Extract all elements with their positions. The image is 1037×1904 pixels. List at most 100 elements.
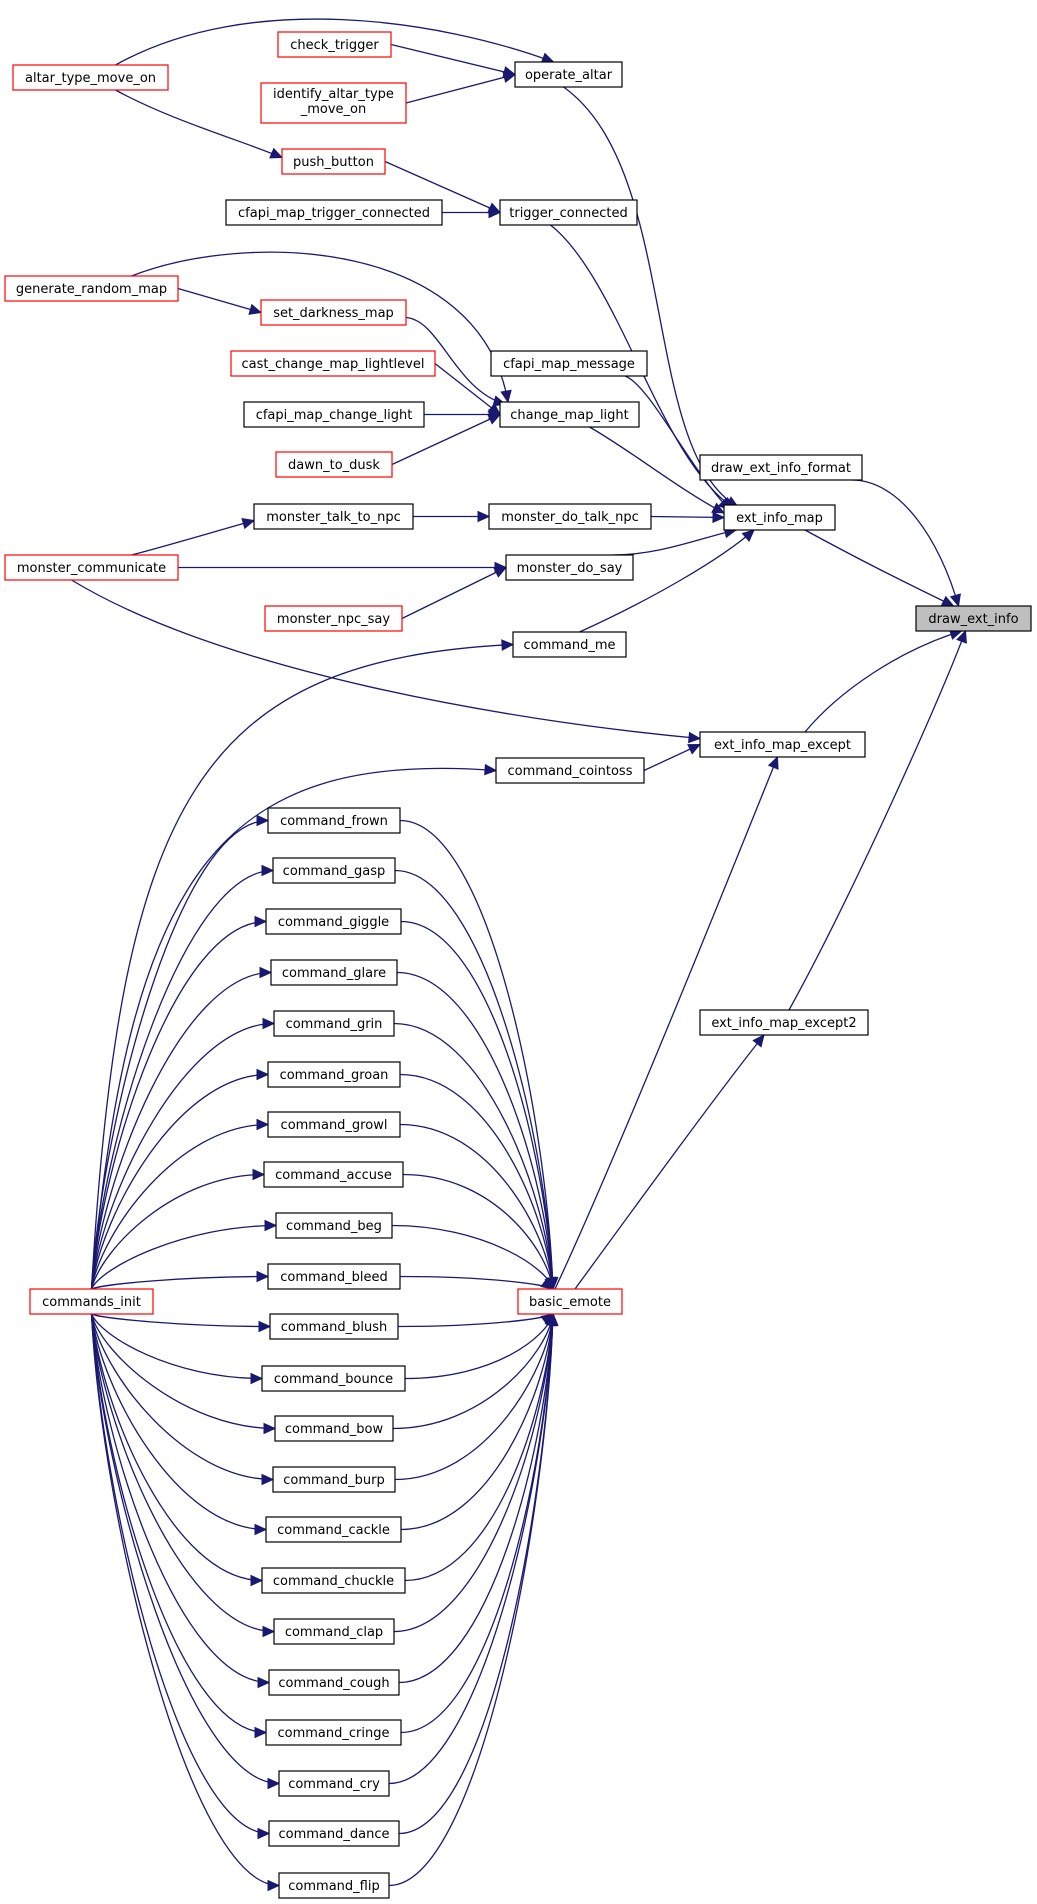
node-ext-info-map-except[interactable]: ext_info_map_except [699, 731, 866, 758]
node-altar-type-move-on[interactable]: altar_type_move_on [12, 64, 169, 91]
node-monster-npc-say[interactable]: monster_npc_say [264, 605, 403, 632]
edge-commands_init-to-command_chuckle [90, 1313, 263, 1582]
node-ext-info-map-except2[interactable]: ext_info_map_except2 [699, 1009, 869, 1036]
edge-command_chuckle-to-basic_emote [404, 1313, 554, 1582]
node-label: command_cry [288, 1777, 380, 1792]
node-draw-ext-info-format[interactable]: draw_ext_info_format [699, 454, 863, 481]
node-basic-emote[interactable]: basic_emote [517, 1288, 623, 1315]
node-command-accuse[interactable]: command_accuse [263, 1161, 404, 1188]
node-cfapi-map-trigger-connected[interactable]: cfapi_map_trigger_connected [225, 199, 443, 226]
node-operate-altar[interactable]: operate_altar [514, 61, 623, 88]
edge-commands_init-to-command_cry [90, 1313, 280, 1785]
arrowhead-monster_communicate-to-ext_info_map_except [688, 731, 702, 744]
node-change-map-light[interactable]: change_map_light [499, 401, 640, 428]
node-command-blush[interactable]: command_blush [269, 1313, 399, 1340]
node-command-bounce[interactable]: command_bounce [261, 1365, 406, 1392]
node-command-grin[interactable]: command_grin [273, 1010, 395, 1037]
node-box [278, 1770, 390, 1797]
node-command-groan[interactable]: command_groan [267, 1061, 401, 1088]
node-draw-ext-info[interactable]: draw_ext_info [915, 605, 1032, 632]
node-set-darkness-map[interactable]: set_darkness_map [260, 299, 407, 326]
edge-command_accuse-to-basic_emote [402, 1173, 554, 1290]
node-command-dance[interactable]: command_dance [268, 1820, 400, 1847]
node-box [29, 1288, 154, 1315]
node-command-giggle[interactable]: command_giggle [265, 908, 402, 935]
arrowhead-commands_init-to-command_chuckle [250, 1574, 264, 1587]
arrowhead-commands_init-to-command_beg [264, 1219, 278, 1232]
arrowhead-commands_init-to-command_clap [262, 1625, 276, 1638]
node-monster-do-talk-npc[interactable]: monster_do_talk_npc [488, 503, 652, 530]
node-cfapi-map-message[interactable]: cfapi_map_message [490, 350, 648, 377]
node-command-cackle[interactable]: command_cackle [265, 1516, 402, 1543]
node-monster-talk-to-npc[interactable]: monster_talk_to_npc [253, 503, 414, 530]
node-generate-random-map[interactable]: generate_random_map [4, 275, 179, 302]
node-trigger-connected[interactable]: trigger_connected [499, 199, 638, 226]
node-identify-altar-type-move-on[interactable]: identify_altar_type_move_on [260, 82, 407, 124]
node-command-cry[interactable]: command_cry [278, 1770, 390, 1797]
arrowhead-dawn_to_dusk-to-change_map_light [487, 413, 502, 425]
node-command-clap[interactable]: command_clap [273, 1618, 395, 1645]
node-command-bow[interactable]: command_bow [274, 1415, 394, 1442]
node-box [699, 1009, 869, 1036]
node-box [699, 731, 866, 758]
node-command-beg[interactable]: command_beg [275, 1212, 393, 1239]
node-command-burp[interactable]: command_burp [272, 1466, 396, 1493]
node-command-cointoss[interactable]: command_cointoss [495, 757, 645, 784]
node-command-gasp[interactable]: command_gasp [272, 857, 396, 884]
node-box [273, 1010, 395, 1037]
node-label: ext_info_map [736, 511, 823, 526]
arrowhead-commands_init-to-command_bow [263, 1422, 277, 1435]
node-box [275, 1212, 393, 1239]
node-cfapi-map-change-light[interactable]: cfapi_map_change_light [243, 401, 425, 428]
node-box [4, 554, 179, 581]
edge-commands_init-to-command_bow [90, 1313, 276, 1430]
node-label: altar_type_move_on [25, 71, 156, 86]
node-label: command_growl [281, 1118, 388, 1133]
arrowhead-commands_init-to-command_cackle [254, 1523, 268, 1536]
node-label: change_map_light [510, 408, 629, 423]
graph-nodes: draw_ext_info draw_ext_info_format ext_inf… [4, 31, 1032, 1899]
node-box [243, 401, 425, 428]
node-command-frown[interactable]: command_frown [267, 807, 401, 834]
node-label: command_burp [283, 1473, 384, 1488]
node-dawn-to-dusk[interactable]: dawn_to_dusk [275, 451, 393, 478]
edge-command_cackle-to-basic_emote [400, 1313, 554, 1531]
node-commands-init[interactable]: commands_init [29, 1288, 154, 1315]
node-monster-communicate[interactable]: monster_communicate [4, 554, 179, 581]
arrowhead-commands_init-to-command_grin [262, 1017, 276, 1030]
node-label: command_cointoss [508, 764, 633, 779]
node-check-trigger[interactable]: check_trigger [277, 31, 392, 58]
edge-commands_init-to-command_gasp [90, 869, 274, 1290]
node-box [261, 1365, 406, 1392]
node-command-bleed[interactable]: command_bleed [267, 1263, 401, 1290]
node-label: cfapi_map_trigger_connected [238, 206, 430, 221]
node-command-cringe[interactable]: command_cringe [265, 1719, 402, 1746]
arrowhead-commands_init-to-command_cringe [254, 1726, 268, 1739]
arrowhead-commands_init-to-command_cry [267, 1777, 281, 1790]
node-cast-change-map-lightlevel[interactable]: cast_change_map_lightlevel [230, 350, 436, 377]
node-box [268, 1669, 400, 1696]
node-command-chuckle[interactable]: command_chuckle [261, 1567, 406, 1594]
node-command-cough[interactable]: command_cough [268, 1669, 400, 1696]
node-label: command_cackle [277, 1523, 390, 1538]
edge-command_burp-to-basic_emote [394, 1313, 554, 1481]
node-command-me[interactable]: command_me [512, 631, 627, 658]
arrowhead-command_cointoss-to-ext_info_map_except [687, 743, 702, 755]
node-box [267, 1111, 401, 1138]
edge-commands_init-to-command_giggle [90, 920, 267, 1290]
node-label: command_beg [286, 1219, 382, 1234]
node-label: command_clap [285, 1625, 383, 1640]
node-push-button[interactable]: push_button [281, 148, 386, 175]
node-command-flip[interactable]: command_flip [278, 1872, 390, 1899]
edge-dawn_to_dusk-to-change_map_light [391, 413, 501, 466]
node-monster-do-say[interactable]: monster_do_say [505, 554, 634, 581]
node-box [495, 757, 645, 784]
node-box [265, 1516, 402, 1543]
node-ext-info-map[interactable]: ext_info_map [723, 504, 836, 531]
node-command-growl[interactable]: command_growl [267, 1111, 401, 1138]
edge-command_groan-to-basic_emote [399, 1073, 554, 1290]
node-label: _move_on [300, 102, 367, 117]
node-command-glare[interactable]: command_glare [270, 959, 398, 986]
arrowhead-ext_info_map_except2-to-draw_ext_info [956, 629, 967, 644]
arrowhead-commands_init-to-command_burp [261, 1473, 275, 1486]
